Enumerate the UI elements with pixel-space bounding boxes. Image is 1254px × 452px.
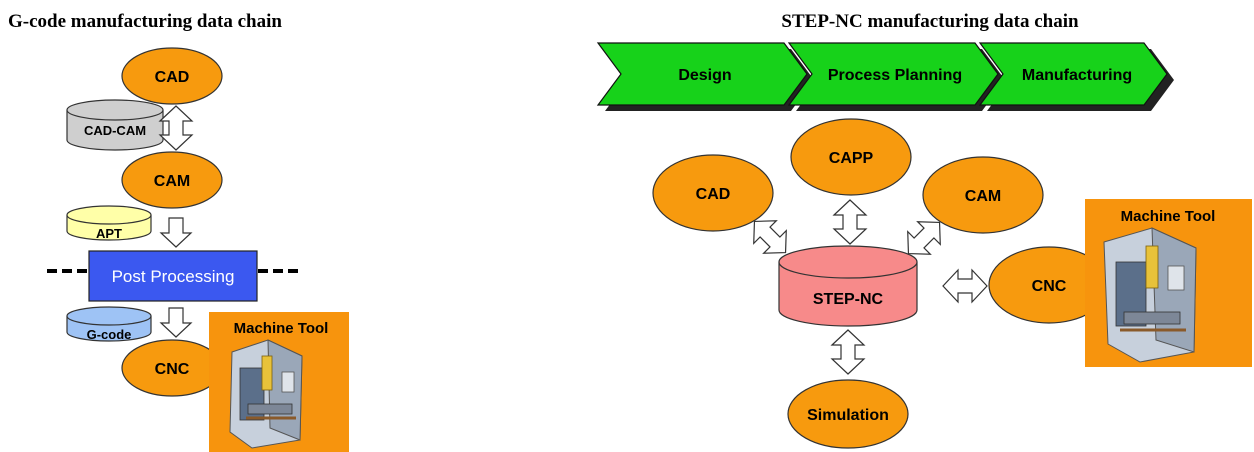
right-cad-node: CAD	[652, 154, 774, 232]
step-nc-label: STEP-NC	[813, 291, 884, 308]
right-cad-label: CAD	[696, 186, 731, 203]
machine-tool-image-icon	[229, 339, 303, 449]
stage-process-planning	[787, 42, 999, 106]
gcode-database: G-code	[66, 306, 152, 342]
left-machine-tool: Machine Tool	[209, 312, 349, 452]
stage-manufacturing	[978, 42, 1168, 106]
simulation-label: Simulation	[807, 407, 889, 424]
machine-tool-image-icon	[1103, 227, 1197, 363]
post-processing-box: Post Processing	[88, 250, 258, 302]
right-title: STEP-NC manufacturing data chain	[781, 11, 1079, 32]
stage-design-label: Design	[678, 67, 731, 84]
cad-cam-database: CAD-CAM	[66, 99, 164, 151]
left-machine-tool-label: Machine Tool	[234, 320, 329, 337]
step-nc-database: STEP-NC	[778, 245, 918, 327]
cad-cam-arrow-icon	[159, 105, 193, 151]
stage-manufacturing-label: Manufacturing	[1022, 67, 1132, 84]
left-cam-node: CAM	[121, 151, 223, 209]
post-processing-label: Post Processing	[112, 267, 235, 286]
right-cnc-label: CNC	[1032, 278, 1067, 295]
cad-cam-label: CAD-CAM	[84, 123, 146, 138]
simulation-link-arrow-icon	[831, 329, 865, 375]
left-cad-node: CAD	[121, 47, 223, 105]
left-cnc-label: CNC	[155, 361, 190, 378]
left-cam-label: CAM	[154, 173, 190, 190]
gcode-label: G-code	[87, 327, 132, 342]
right-cam-node: CAM	[922, 156, 1044, 234]
apt-label: APT	[96, 226, 122, 241]
right-cnc-node: CNC	[988, 246, 1110, 324]
apt-down-arrow-icon	[160, 217, 192, 248]
simulation-node: Simulation	[787, 379, 909, 449]
left-title: G-code manufacturing data chain	[8, 11, 282, 32]
right-cam-label: CAM	[965, 188, 1001, 205]
cnc-link-arrow-icon	[942, 269, 988, 303]
right-machine-tool: Machine Tool	[1085, 199, 1252, 367]
left-cad-label: CAD	[155, 69, 190, 86]
stage-design	[596, 42, 808, 106]
stage-process-planning-label: Process Planning	[828, 67, 962, 84]
apt-database: APT	[66, 205, 152, 241]
capp-label: CAPP	[829, 150, 874, 167]
gcode-down-arrow-icon	[160, 307, 192, 338]
capp-node: CAPP	[790, 118, 912, 196]
right-machine-tool-label: Machine Tool	[1121, 208, 1216, 225]
capp-link-arrow-icon	[833, 199, 867, 245]
process-stage-bar: Design Process Planning Manufacturing	[596, 42, 1174, 111]
left-cnc-node: CNC	[121, 339, 223, 397]
